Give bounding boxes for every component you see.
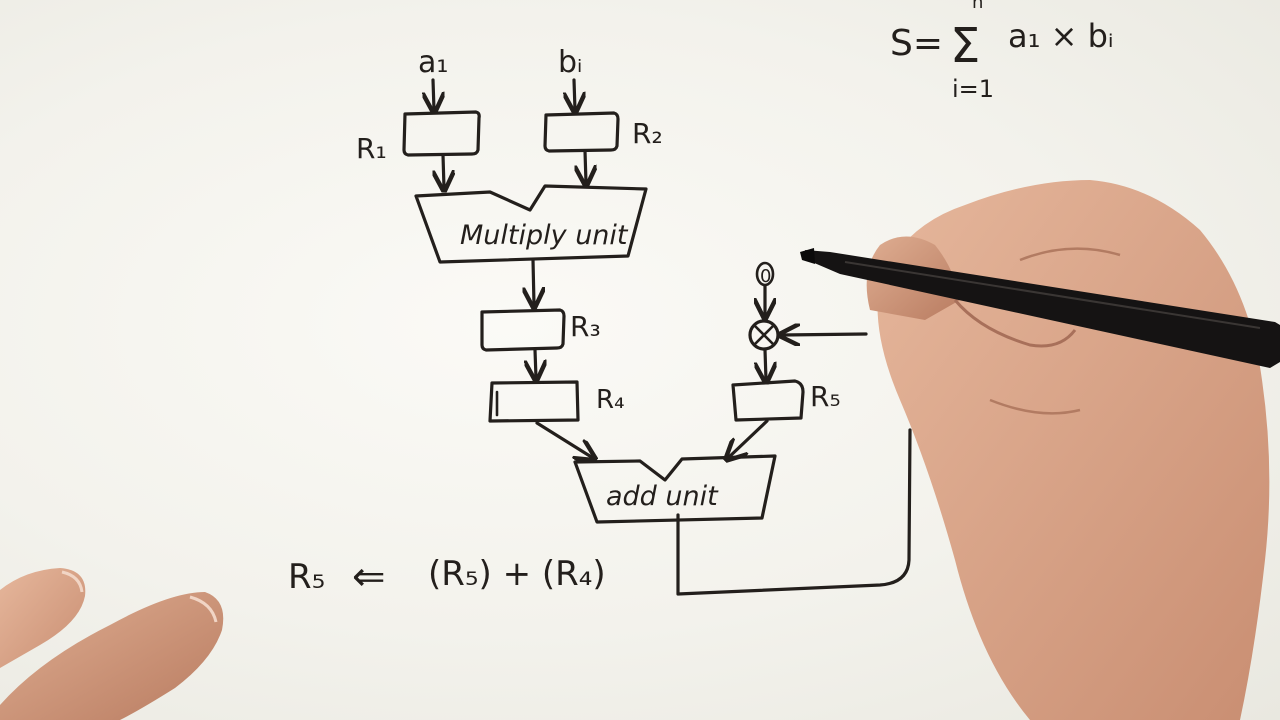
writing-hand (866, 180, 1270, 720)
r4-to-add-arrow (535, 421, 593, 458)
multiply-unit-shape (414, 184, 648, 264)
multiply-unit-label: Multiply unit (460, 220, 629, 251)
mux-to-r5-arrow (765, 348, 766, 380)
sigma-symbol: Σ (950, 18, 980, 74)
add-unit-shape (573, 454, 777, 524)
clear-input-label: 0 (760, 266, 771, 287)
register-r5-box (731, 379, 805, 422)
marker-pen (800, 248, 1280, 368)
feedback-loop-line (676, 428, 912, 596)
left-hand (0, 568, 224, 720)
r5-to-add-arrow (728, 419, 769, 458)
mux-cross (753, 324, 775, 346)
register-r1-label: R₁ (356, 132, 387, 165)
r2-to-mult-arrow (585, 149, 586, 183)
formula-lhs: S= (890, 23, 943, 64)
equation-arrow: ⇐ (352, 554, 386, 600)
register-r5-label: R₅ (810, 380, 841, 413)
register-r2-label: R₂ (632, 117, 663, 150)
register-r3-label: R₃ (570, 310, 601, 343)
add-unit-label: add unit (606, 481, 719, 512)
register-r3-box (480, 308, 566, 352)
formula-lower-limit: i=1 (952, 75, 994, 103)
input-a-arrow (433, 78, 434, 110)
formula-upper-limit: n (972, 0, 983, 13)
formula-term: a₁ × bᵢ (1008, 17, 1114, 55)
r3-to-r4-arrow (535, 348, 536, 378)
input-b-arrow (574, 78, 575, 110)
register-r4-label: R₄ (596, 385, 625, 415)
register-r4-box (488, 380, 580, 423)
feedback-to-mux-arrow (782, 334, 868, 335)
mult-to-r3-arrow (533, 258, 534, 305)
r1-to-mult-arrow (443, 153, 444, 188)
register-r1-box (402, 110, 481, 157)
register-r2-box (543, 111, 620, 153)
input-b-label: bᵢ (558, 45, 582, 80)
equation-expression: (R₅) + (R₄) (428, 554, 606, 594)
equation-target: R₅ (288, 557, 325, 597)
input-a-label: a₁ (418, 45, 448, 80)
